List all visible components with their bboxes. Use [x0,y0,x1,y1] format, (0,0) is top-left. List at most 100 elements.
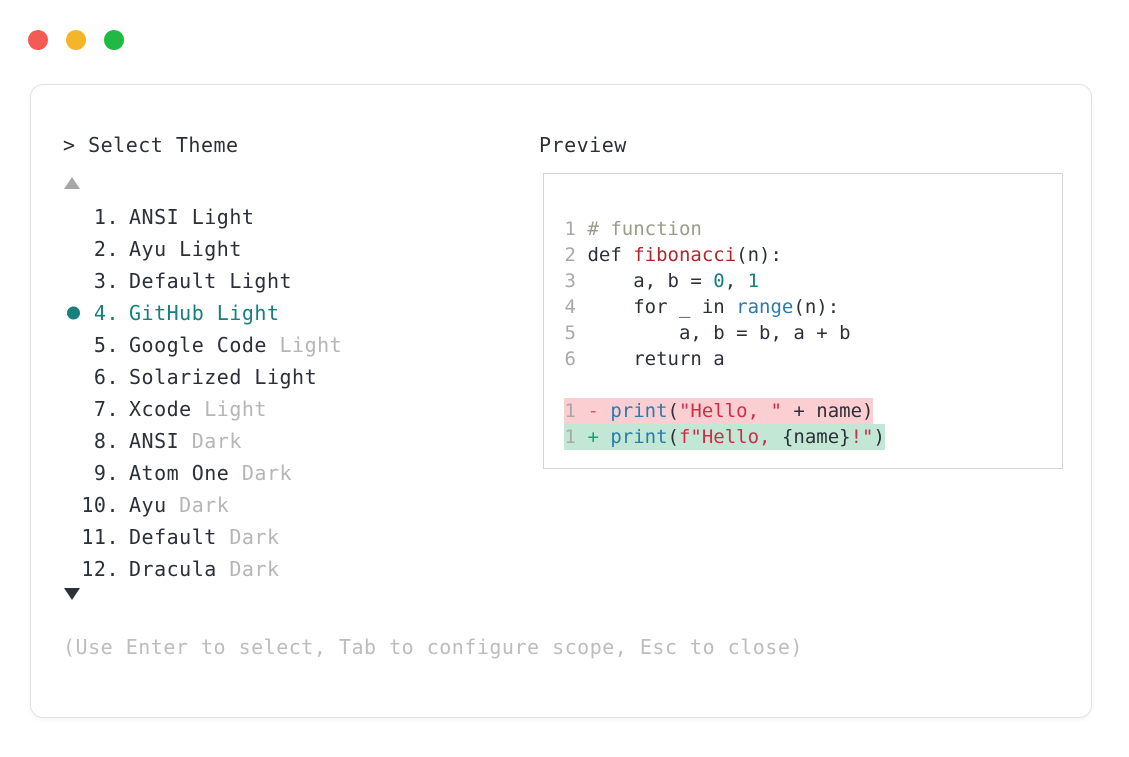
theme-option-google-code-light[interactable]: 5. Google Code Light [63,329,503,361]
theme-option-number: 10. [81,493,119,517]
minimize-window-button[interactable] [66,30,86,50]
theme-option-number: 6. [93,365,119,389]
theme-option-variant: Light [191,205,255,229]
code-token: (n): [793,296,840,318]
theme-option-ansi-dark[interactable]: 8.ANSI Dark [63,425,503,457]
theme-option-variant: Light [279,333,343,357]
theme-option-name: ANSI [129,205,180,229]
theme-option-name: Xcode [129,397,192,421]
theme-option-number: 9. [93,461,119,485]
code-line: 1 # function [564,216,885,242]
code-token: ( [667,426,679,448]
code-diff-line-add: 1 + print(f"Hello, {name}!") [564,424,885,450]
code-token: a, b = [587,270,714,292]
code-token: # function [587,218,702,240]
preview-label: Preview [539,133,627,157]
theme-option-default-dark[interactable]: 11. Default Dark [63,521,503,553]
theme-option-name: Solarized [129,365,242,389]
theme-picker-dialog: > Select Theme Preview 1. ANSI Light 2. Ayu… [30,84,1092,718]
diff-sign-icon: - [576,400,611,422]
code-line: 4 for _ in range(n): [564,294,885,320]
theme-option-xcode-light[interactable]: 7. Xcode Light [63,393,503,425]
theme-option-name: Google Code [129,333,267,357]
theme-option-number: 2. [93,237,119,261]
code-line-number: 6 [564,348,576,370]
theme-option-number: 4. [93,301,119,325]
code-token: for _ in [587,296,737,318]
diff-sign-icon: + [576,426,611,448]
theme-option-name: Default [129,269,217,293]
theme-option-number: 7. [93,397,119,421]
theme-option-solarized-light[interactable]: 6. Solarized Light [63,361,503,393]
code-token: return a [587,348,725,370]
code-token: "Hello, " [678,400,782,422]
code-token: def [587,244,634,266]
code-token: a, b = b, a + b [587,322,851,344]
code-token: !" [850,426,874,448]
code-line: 6 return a [564,346,885,372]
code-line-number: 5 [564,322,576,344]
code-line: 2 def fibonacci(n): [564,242,885,268]
code-diff-line-del: 1 - print("Hello, " + name) [564,398,874,424]
selection-bullet-icon [67,306,80,320]
theme-option-dracula-dark[interactable]: 12. Dracula Dark [63,553,503,585]
scroll-down-icon[interactable] [64,588,80,600]
theme-option-number: 5. [93,333,119,357]
theme-option-number: 1. [93,205,119,229]
code-token: (n): [736,244,782,266]
theme-option-name: Atom One [129,461,230,485]
scroll-up-icon[interactable] [64,177,80,189]
theme-option-variant: Light [216,301,280,325]
theme-option-ansi-light[interactable]: 1. ANSI Light [63,201,503,233]
maximize-window-button[interactable] [104,30,124,50]
theme-option-variant: Light [179,237,242,261]
theme-option-variant: Light [229,269,293,293]
code-line-number: 2 [564,244,576,266]
code-token: print [610,426,668,448]
theme-option-name: ANSI [129,429,180,453]
code-token: ) [873,426,885,448]
prompt-label: > Select Theme [63,133,239,157]
code-line-number: 1 [564,426,576,448]
code-token: 0 [713,270,725,292]
theme-option-name: Default [129,525,217,549]
theme-option-atom-one-dark[interactable]: 9. Atom One Dark [63,457,503,489]
theme-option-variant: Dark [229,557,280,581]
code-token: f"Hello, [678,426,782,448]
code-blank-line [564,372,885,398]
theme-option-variant: Dark [229,525,280,549]
theme-option-number: 12. [81,557,119,581]
code-token: {name} [781,426,851,448]
theme-option-default-light[interactable]: 3. Default Light [63,265,503,297]
code-line-number: 1 [564,400,576,422]
code-token: fibonacci [633,244,737,266]
code-line-number: 3 [564,270,576,292]
theme-option-name: Dracula [129,557,217,581]
theme-option-name: Ayu [129,237,167,261]
theme-option-ayu-light[interactable]: 2. Ayu Light [63,233,503,265]
code-token: range [736,296,794,318]
theme-option-variant: Light [204,397,267,421]
code-token: print [610,400,668,422]
theme-option-number: 8. [93,429,119,453]
theme-option-name: Ayu [129,493,167,517]
theme-option-name: GitHub [129,301,205,325]
window-traffic-lights [28,30,124,50]
code-line: 5 a, b = b, a + b [564,320,885,346]
theme-option-variant: Dark [179,493,230,517]
theme-option-github-light[interactable]: 4. GitHub Light [63,297,503,329]
close-window-button[interactable] [28,30,48,50]
code-line: 3 a, b = 0, 1 [564,268,885,294]
theme-option-variant: Light [254,365,318,389]
code-token: + name) [781,400,874,422]
code-token: ( [667,400,679,422]
code-token: , [724,270,748,292]
code-token: 1 [747,270,760,292]
theme-option-variant: Dark [241,461,293,485]
theme-option-number: 3. [93,269,119,293]
theme-option-ayu-dark[interactable]: 10. Ayu Dark [63,489,503,521]
theme-option-number: 11. [81,525,119,549]
